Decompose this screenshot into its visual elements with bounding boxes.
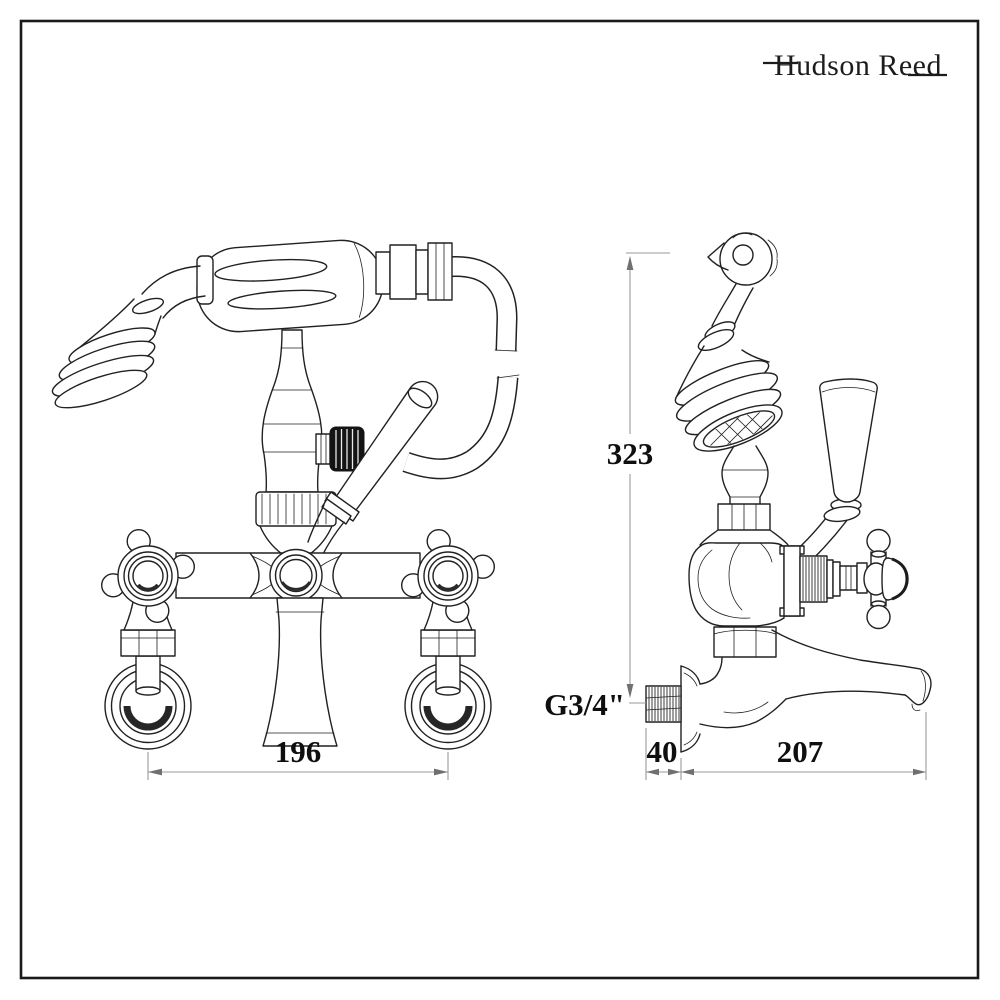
cross-handle-union-left [102, 530, 195, 749]
dimension-196: 196 [147, 734, 449, 780]
threaded-tail [645, 685, 682, 723]
front-view: 196 [51, 239, 520, 780]
dimension-arrow [668, 768, 681, 776]
valve-cartridge [799, 555, 868, 603]
riser-column [255, 329, 337, 555]
dimension-value-thread-length: 40 [647, 734, 678, 769]
shower-head-side [674, 283, 783, 453]
dimension-arrow [681, 768, 694, 776]
union-nut-side [713, 626, 777, 658]
cross-handle-side [863, 528, 909, 630]
lever-handle-side [791, 378, 878, 561]
hose-connector [375, 242, 453, 301]
dimension-323: 323 [607, 252, 670, 698]
valve-body-side [688, 542, 805, 627]
dimension-arrow [626, 256, 634, 270]
shower-hose [402, 256, 520, 480]
cradle-hook [707, 232, 778, 286]
handset-grip [196, 239, 384, 333]
valve-body-front [175, 548, 421, 603]
spout-side [699, 629, 932, 729]
diverter-knob [315, 426, 365, 472]
shower-head-front [51, 265, 206, 409]
lever-handle-front [307, 380, 439, 557]
dimension-arrow [626, 684, 634, 698]
thread-size-value: G3/4" [544, 687, 625, 722]
centre-boss [269, 548, 323, 603]
dimension-value-height: 323 [607, 436, 654, 471]
dimension-arrow [646, 768, 659, 776]
dimension-arrow [913, 768, 926, 776]
dimension-value-projection: 207 [777, 734, 824, 769]
dimension-value-width: 196 [275, 734, 322, 769]
riser-column-side [699, 445, 789, 546]
spout-front [262, 597, 338, 747]
dimension-arrow [148, 768, 162, 776]
brand-logo: Hudson Reed [763, 49, 947, 82]
logo-text: Hudson Reed [774, 49, 942, 82]
dimension-40-207: 40 207 [645, 712, 927, 780]
cradle-bracket [196, 255, 214, 305]
side-view: 323 G3/4" 40 207 [544, 232, 932, 780]
thread-label: G3/4" [544, 687, 646, 722]
dimension-arrow [434, 768, 448, 776]
sheet-border [19, 19, 980, 980]
wall-flange [680, 665, 701, 753]
